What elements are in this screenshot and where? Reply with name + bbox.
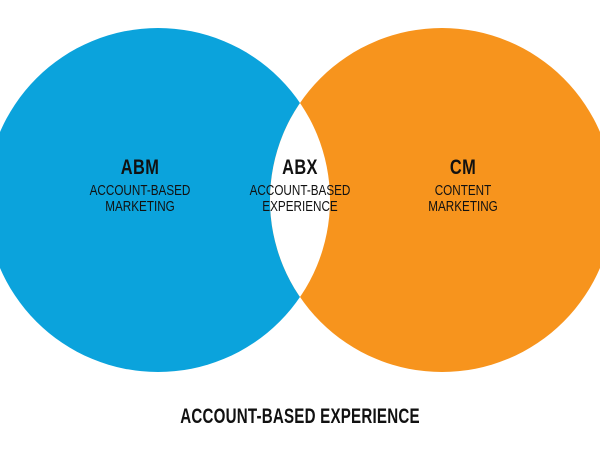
abm-description-line-2: MARKETING: [105, 198, 175, 215]
abx-description-line-1: ACCOUNT-BASED: [249, 182, 351, 199]
cm-abbreviation: CM: [449, 156, 477, 179]
abx-description-line-2: EXPERIENCE: [262, 198, 338, 215]
cm-circle: [270, 28, 600, 372]
abx-abbreviation: ABX: [282, 156, 318, 179]
abm-label: ABM ACCOUNT-BASED MARKETING: [85, 156, 194, 215]
cm-description: CONTENT MARKETING: [408, 183, 517, 215]
abm-description-line-1: ACCOUNT-BASED: [89, 182, 191, 199]
cm-description-line-2: MARKETING: [428, 198, 498, 215]
cm-description-line-1: CONTENT: [434, 182, 492, 199]
abx-label: ABX ACCOUNT-BASED EXPERIENCE: [245, 156, 354, 215]
diagram-title: ACCOUNT-BASED EXPERIENCE: [180, 405, 420, 428]
abx-description: ACCOUNT-BASED EXPERIENCE: [245, 183, 354, 215]
cm-label: CM CONTENT MARKETING: [408, 156, 517, 215]
abm-circle: [0, 28, 330, 372]
abm-description: ACCOUNT-BASED MARKETING: [85, 183, 194, 215]
abm-abbreviation: ABM: [120, 156, 160, 179]
